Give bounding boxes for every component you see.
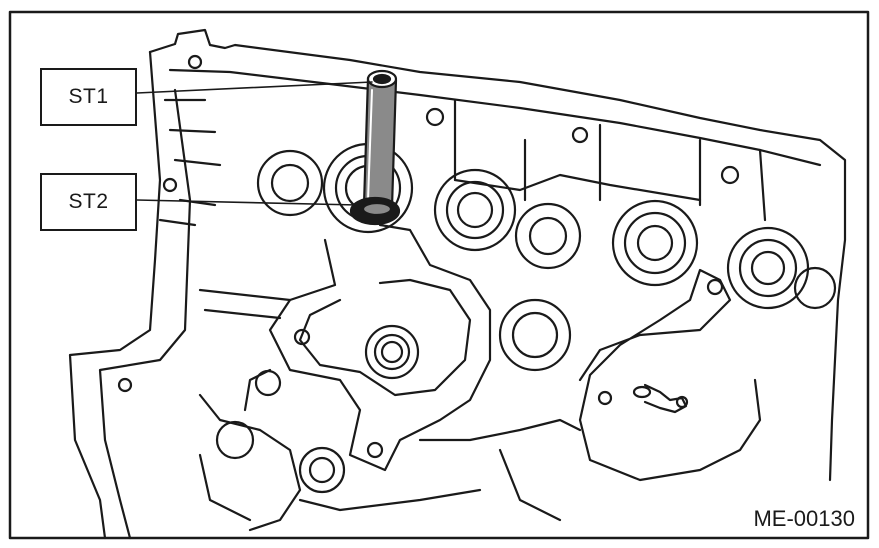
callout-st2-label: ST2 (68, 190, 109, 213)
callout-st1-label: ST1 (68, 85, 109, 108)
boss (793, 266, 837, 310)
lower-casting (298, 418, 582, 522)
lower-casting (198, 368, 302, 532)
bolt-hole (706, 278, 724, 296)
left-flange (68, 50, 162, 540)
tool-ring-inner (361, 201, 393, 217)
plug-housing-right (578, 268, 762, 482)
tool-shaft-highlight (367, 89, 373, 201)
stud (632, 383, 689, 414)
callout-st1: ST1 (40, 68, 137, 126)
boss (308, 456, 336, 484)
valve-seat (514, 202, 582, 270)
plug-housing (268, 223, 492, 472)
figure-id: ME-00130 (753, 506, 855, 531)
head-inner-top (168, 68, 822, 167)
bolt-hole (117, 377, 133, 393)
valve-seat (611, 199, 699, 287)
callout-st2: ST2 (40, 173, 137, 231)
bolt-hole (597, 390, 613, 406)
plug-bore (380, 340, 404, 364)
rail (198, 288, 292, 320)
boss (215, 420, 255, 460)
bolt-hole (425, 107, 445, 127)
bolt-hole (187, 54, 203, 70)
journal-wall (453, 98, 767, 222)
left-flange-inner (98, 88, 192, 540)
valve-seat (726, 226, 810, 310)
leader-st2 (136, 199, 359, 206)
bolt-hole (293, 328, 311, 346)
tool-shaft-top-inner (372, 73, 392, 85)
boss (254, 369, 282, 397)
plug-housing-inner (298, 278, 472, 397)
valve-seat (256, 149, 324, 217)
head-outline (148, 28, 847, 482)
bolt-hole (720, 165, 740, 185)
plug-bore (373, 333, 411, 371)
valve-seat (498, 298, 572, 372)
leader-st1 (136, 81, 373, 94)
left-ribs (158, 98, 222, 227)
bolt-hole (571, 126, 589, 144)
journal-wall (453, 173, 702, 202)
bolt-hole (366, 441, 384, 459)
boss (298, 446, 346, 494)
figure-border (8, 10, 870, 540)
bolt-hole (162, 177, 178, 193)
plug-bore (364, 324, 420, 380)
